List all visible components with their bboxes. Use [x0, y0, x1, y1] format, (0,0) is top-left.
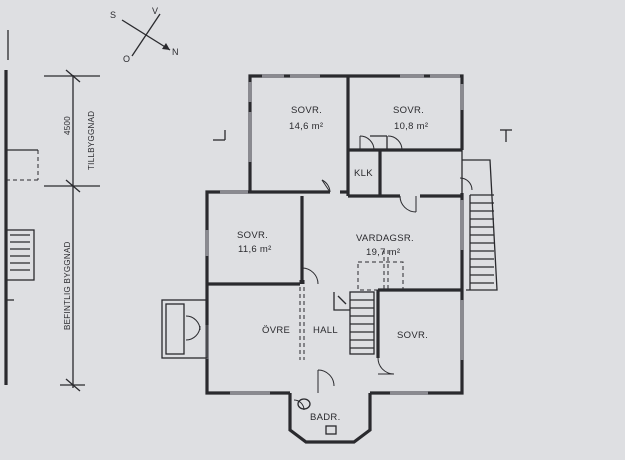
hall-dashed-lines: [299, 250, 404, 360]
compass-s: S: [110, 10, 116, 20]
room-sovr-4-name: SOVR.: [397, 330, 428, 341]
room-badr-name: BADR.: [310, 412, 341, 423]
room-hall-name: HALL: [313, 325, 338, 336]
room-sovr-2-area: 10,8 m²: [394, 121, 428, 132]
section-markers: [213, 129, 512, 142]
left-balcony: [161, 299, 208, 359]
dimension-4500-label: 4500: [63, 116, 72, 135]
room-sovr-1-area: 14,6 m²: [289, 121, 323, 132]
compass-n: N: [172, 47, 179, 57]
dimension-lines: [44, 69, 100, 392]
compass-o: O: [123, 54, 130, 64]
room-sovr-1-name: SOVR.: [291, 105, 322, 116]
room-vardagsr-name: VARDAGSR.: [356, 233, 414, 244]
room-sovr-2-name: SOVR.: [393, 105, 424, 116]
tillbyggnad-label: TILLBYGGNAD: [87, 111, 96, 170]
room-sovr-3-name: SOVR.: [237, 230, 268, 241]
room-sovr-3-area: 11,6 m²: [238, 244, 272, 255]
door-swings: [185, 135, 473, 411]
compass-v: V: [152, 6, 158, 16]
room-ovre-name: ÖVRE: [262, 325, 290, 336]
compass-rose-icon: [121, 13, 171, 57]
adjacent-plan-fragment: [4, 30, 39, 385]
staircase: [333, 291, 375, 355]
room-vardagsr-area: 19,7 m²: [366, 247, 400, 258]
room-klk-name: KLK: [354, 168, 373, 179]
befintlig-byggnad-label: BEFINTLIG BYGGNAD: [63, 241, 72, 330]
exterior-stair-right: [462, 159, 498, 291]
